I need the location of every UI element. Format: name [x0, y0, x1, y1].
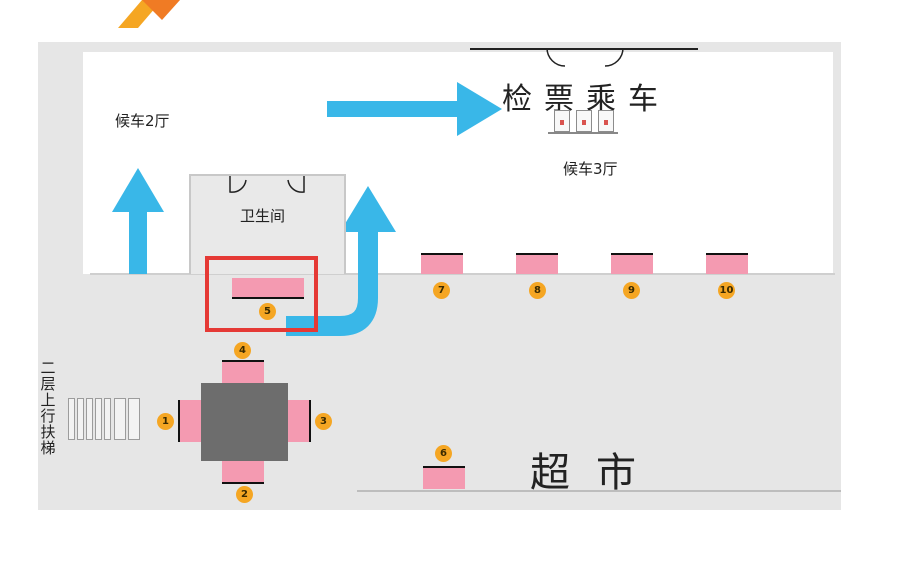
seat-back — [611, 253, 653, 255]
seat-group-4 — [222, 362, 264, 383]
seat-back — [421, 253, 463, 255]
gate-icon — [576, 110, 592, 132]
seat-number-badge: 10 — [718, 282, 735, 299]
supermarket-label: 超市 — [530, 450, 662, 496]
ticket-gates — [548, 110, 623, 138]
escalator-step — [77, 398, 84, 440]
gate-wall — [470, 48, 698, 50]
logo-icon — [118, 0, 180, 28]
gate-icon — [598, 110, 614, 132]
pillar — [201, 383, 288, 461]
seat-number-badge: 8 — [529, 282, 546, 299]
seat-back — [706, 253, 748, 255]
seat-back — [178, 400, 180, 442]
seat-back — [232, 297, 304, 299]
highlight-box — [205, 256, 318, 332]
seat-group-2 — [222, 461, 264, 482]
arrow-up-icon — [112, 168, 164, 274]
arrow-curved-up-icon — [286, 186, 396, 336]
seat-group-5 — [232, 278, 304, 297]
seat-number-badge: 3 — [315, 413, 332, 430]
seat-group-3 — [288, 400, 309, 442]
seat-group-10 — [706, 255, 748, 274]
escalator-step — [86, 398, 93, 440]
waiting-hall-3-label: 候车3厅 — [563, 160, 618, 178]
seat-number-badge: 6 — [435, 445, 452, 462]
seat-group-6 — [423, 468, 465, 489]
seat-back — [222, 482, 264, 484]
arrow-right-icon — [327, 82, 502, 136]
seat-group-9 — [611, 255, 653, 274]
seat-group-1 — [180, 400, 201, 442]
seat-back — [309, 400, 311, 442]
seat-group-8 — [516, 255, 558, 274]
door-icon — [229, 176, 305, 193]
gate-base — [548, 132, 618, 134]
gate-icon — [554, 110, 570, 132]
seat-number-badge: 2 — [236, 486, 253, 503]
restroom-label: 卫生间 — [240, 207, 286, 225]
escalator-label: 二层上行扶梯 — [40, 359, 56, 457]
escalator-step — [95, 398, 102, 440]
escalator — [68, 398, 148, 442]
seat-number-badge: 4 — [234, 342, 251, 359]
seat-group-7 — [421, 255, 463, 274]
seat-number-badge: 1 — [157, 413, 174, 430]
escalator-step — [104, 398, 111, 440]
seat-back — [423, 466, 465, 468]
escalator-step — [114, 398, 126, 440]
escalator-step — [128, 398, 140, 440]
door-icon — [546, 48, 624, 67]
waiting-hall-2-label: 候车2厅 — [115, 112, 170, 130]
seat-back — [222, 360, 264, 362]
seat-back — [516, 253, 558, 255]
seat-number-badge: 7 — [433, 282, 450, 299]
supermarket-wall — [357, 490, 841, 492]
seat-number-badge: 9 — [623, 282, 640, 299]
seat-number-badge: 5 — [259, 303, 276, 320]
escalator-step — [68, 398, 75, 440]
hall-bottom-wall — [90, 273, 835, 275]
